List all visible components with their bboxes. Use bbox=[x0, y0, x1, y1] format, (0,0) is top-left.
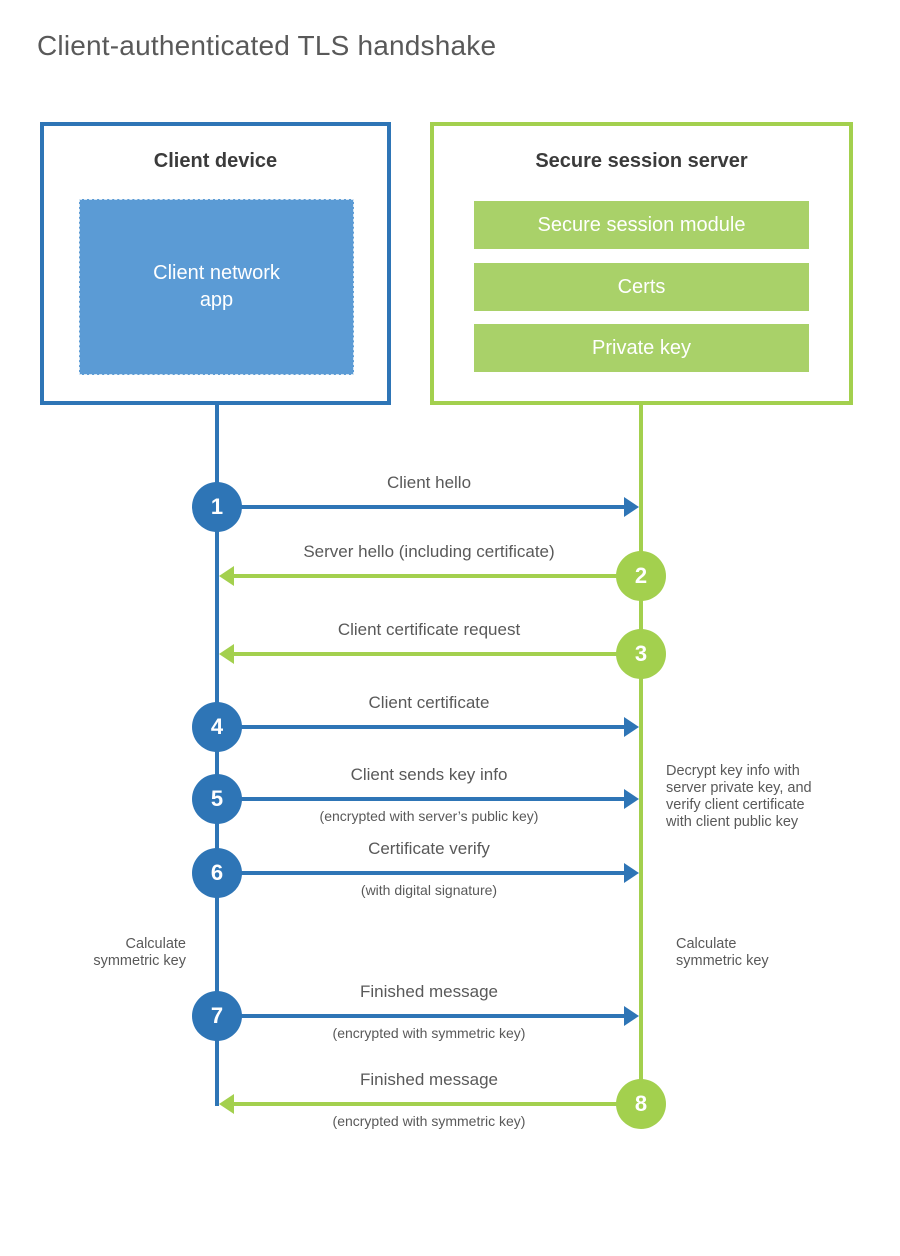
arrow-line bbox=[217, 725, 627, 729]
secure-session-server-box: Secure session server Secure session mod… bbox=[430, 122, 853, 405]
message-row-4: Client certificate 4 bbox=[0, 693, 900, 752]
secure-session-server-title: Secure session server bbox=[535, 150, 748, 172]
message-row-6: Certificate verify 6 (with digital signa… bbox=[0, 839, 900, 898]
message-sublabel: (encrypted with server’s public key) bbox=[319, 808, 539, 824]
step-circle-4: 4 bbox=[192, 702, 242, 752]
arrow-line bbox=[217, 797, 627, 801]
message-row-5: Client sends key info 5 (encrypted with … bbox=[0, 765, 900, 824]
step-circle-8: 8 bbox=[616, 1079, 666, 1129]
arrowhead-right-icon bbox=[624, 497, 639, 517]
message-label: Certificate verify bbox=[368, 839, 490, 858]
client-calculate-note: Calculate symmetric key bbox=[93, 936, 186, 969]
arrowhead-right-icon bbox=[624, 789, 639, 809]
message-sublabel: (with digital signature) bbox=[360, 882, 498, 898]
message-row-7: Finished message 7 (encrypted with symme… bbox=[0, 982, 900, 1041]
server-lifeline bbox=[639, 405, 643, 1106]
client-network-app-box: Client network app bbox=[79, 199, 354, 375]
message-row-3: Client certificate request 3 bbox=[0, 620, 900, 679]
message-label: Finished message bbox=[360, 982, 498, 1001]
step-circle-6: 6 bbox=[192, 848, 242, 898]
client-lifeline bbox=[215, 405, 219, 1106]
message-label: Client certificate bbox=[368, 693, 490, 712]
page-title: Client-authenticated TLS handshake bbox=[37, 30, 497, 61]
step-circle-1: 1 bbox=[192, 482, 242, 532]
step-circle-2: 2 bbox=[616, 551, 666, 601]
arrow-line bbox=[232, 1102, 641, 1106]
arrow-line bbox=[217, 871, 627, 875]
server-module-secure-session: Secure session module bbox=[474, 201, 809, 249]
message-sublabel: (encrypted with symmetric key) bbox=[332, 1113, 526, 1129]
arrowhead-right-icon bbox=[624, 717, 639, 737]
message-row-1: Client hello 1 bbox=[0, 473, 900, 532]
step-circle-5: 5 bbox=[192, 774, 242, 824]
client-network-app-label: Client network app bbox=[153, 262, 280, 311]
client-device-box: Client device Client network app bbox=[40, 122, 391, 405]
message-label: Client sends key info bbox=[350, 765, 508, 784]
message-label: Client certificate request bbox=[337, 620, 521, 639]
step-circle-7: 7 bbox=[192, 991, 242, 1041]
arrow-line bbox=[232, 574, 641, 578]
message-row-2: Server hello (including certificate) 2 bbox=[0, 542, 900, 601]
server-calculate-note: Calculate symmetric key bbox=[676, 936, 769, 969]
arrowhead-right-icon bbox=[624, 863, 639, 883]
arrow-line bbox=[217, 1014, 627, 1018]
server-module-certs: Certs bbox=[474, 263, 809, 311]
server-decrypt-note: Decrypt key info with server private key… bbox=[666, 763, 812, 830]
message-sublabel: (encrypted with symmetric key) bbox=[332, 1025, 526, 1041]
arrow-line bbox=[232, 652, 641, 656]
arrow-line bbox=[217, 505, 627, 509]
message-label: Client hello bbox=[386, 473, 472, 492]
arrowhead-left-icon bbox=[219, 1094, 234, 1114]
arrowhead-left-icon bbox=[219, 644, 234, 664]
client-device-title: Client device bbox=[153, 150, 278, 172]
message-label: Server hello (including certificate) bbox=[303, 542, 555, 561]
message-row-8: Finished message 8 (encrypted with symme… bbox=[0, 1070, 900, 1129]
server-module-private-key: Private key bbox=[474, 324, 809, 372]
arrowhead-left-icon bbox=[219, 566, 234, 586]
arrowhead-right-icon bbox=[624, 1006, 639, 1026]
message-label: Finished message bbox=[360, 1070, 498, 1089]
step-circle-3: 3 bbox=[616, 629, 666, 679]
